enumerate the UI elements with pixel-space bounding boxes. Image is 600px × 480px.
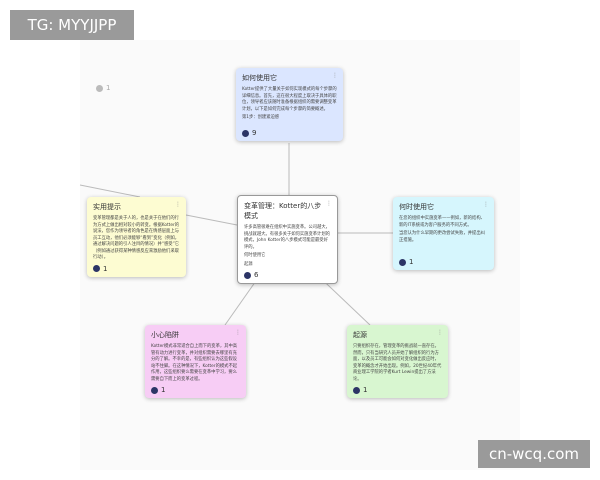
card-title: 小心陷阱	[151, 331, 179, 339]
card-when-to-use[interactable]: 何时使用它 ⋮ 在您的组织中实施变革——例如，新的结构、新的IT系统或为客户服务…	[393, 197, 494, 270]
card-body: 只要组织存在，管理变革的挑战就一直存在。然而，只有当研究人员开始了解组织的行为方…	[353, 344, 442, 382]
card-how-to-use[interactable]: 如何使用它 ⋮ Kotter提供了大量关于如何实现模式的每个步骤的详细信息。首先…	[236, 68, 343, 141]
card-title: 何时使用它	[399, 203, 434, 211]
card-body: Kotter提供了大量关于如何实现模式的每个步骤的详细信息。首先，这在很大程度上…	[242, 87, 337, 120]
card-central-topic[interactable]: 变革管理：Kotter的八步模式 ⋮ 许多高管很难在组织中实施变革。公司越大，挑…	[237, 195, 338, 284]
card-body: 许多高管很难在组织中实施变革。公司越大，挑战就越大。有很多关于如何实施变革计划的…	[244, 225, 330, 267]
card-body: Kotter模式非常适合自上而下的变革，其中高管有动力进行变革，并对组织需要去哪…	[151, 344, 238, 382]
card-count: 6	[244, 271, 331, 279]
card-body: 在您的组织中实施变革——例如，新的结构、新的IT系统或为客户服务的不同方式。当您…	[399, 216, 485, 243]
more-icon[interactable]: ⋮	[175, 201, 181, 208]
card-title: 实用提示	[93, 203, 121, 211]
card-pitfalls[interactable]: 小心陷阱 ⋮ Kotter模式非常适合自上而下的变革，其中高管有动力进行变革，并…	[145, 325, 246, 398]
card-title: 起源	[353, 331, 367, 339]
more-icon[interactable]: ⋮	[235, 329, 241, 336]
card-title: 如何使用它	[242, 74, 277, 82]
stray-badge: 1	[96, 84, 110, 92]
card-title: 变革管理：Kotter的八步模式	[244, 202, 322, 220]
count-icon	[96, 84, 103, 92]
count-icon	[399, 258, 406, 266]
watermark-bottom: cn-wcq.com	[478, 440, 590, 468]
more-icon[interactable]: ⋮	[483, 201, 489, 208]
card-body: 变革管理都是关于人的，也是关于在他们的行为方式上做出相对较小的转变。根据Kott…	[93, 216, 180, 260]
card-count: 1	[93, 265, 180, 273]
card-count: 1	[353, 386, 442, 394]
card-count: 9	[242, 129, 337, 137]
connector-offscreen	[79, 184, 141, 198]
count-icon	[242, 129, 249, 137]
more-icon[interactable]: ⋮	[332, 72, 338, 79]
card-practical-tips[interactable]: 实用提示 ⋮ 变革管理都是关于人的，也是关于在他们的行为方式上做出相对较小的转变…	[87, 197, 186, 277]
connector-left	[185, 214, 238, 226]
more-icon[interactable]: ⋮	[326, 200, 332, 207]
count-icon	[353, 386, 360, 394]
count-icon	[151, 386, 158, 394]
count-icon	[93, 265, 100, 272]
card-count: 1	[151, 386, 240, 394]
watermark-top: TG: MYYJJPP	[10, 10, 134, 40]
count-icon	[244, 271, 251, 279]
more-icon[interactable]: ⋮	[437, 329, 443, 336]
card-origins[interactable]: 起源 ⋮ 只要组织存在，管理变革的挑战就一直存在。然而，只有当研究人员开始了解组…	[347, 325, 448, 398]
card-count: 1	[399, 258, 488, 266]
